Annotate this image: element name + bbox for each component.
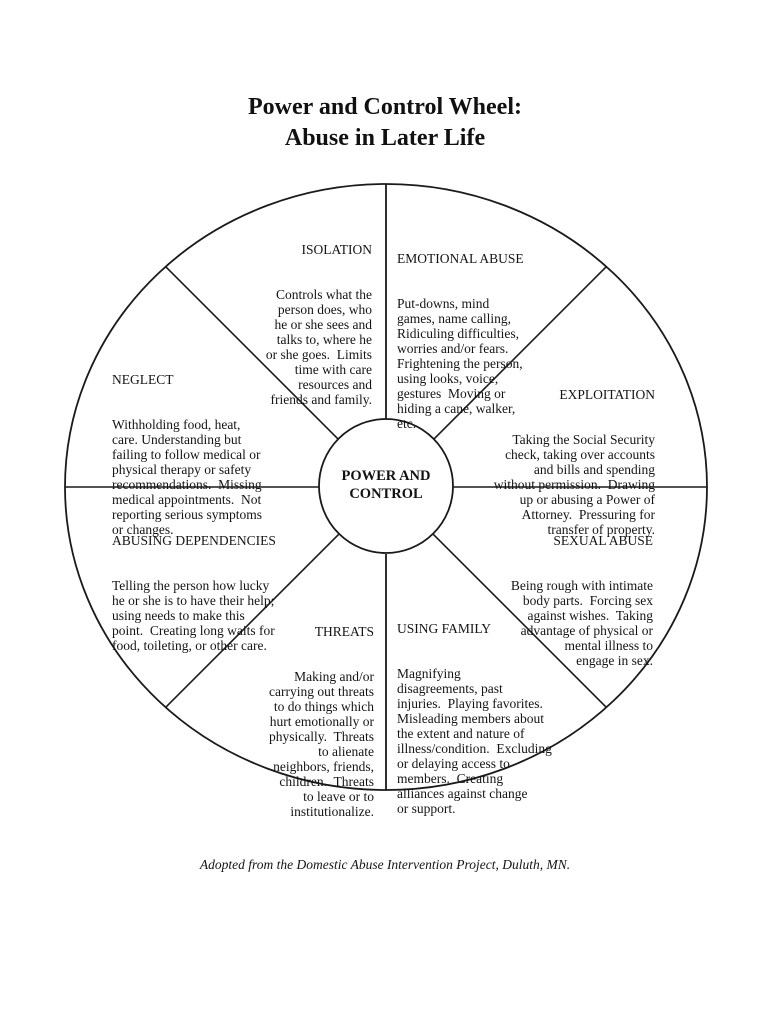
center-label: POWER AND CONTROL [341,468,431,502]
segment-isolation-heading: ISOLATION [301,242,373,257]
segment-exploitation: EXPLOITATION Taking the Social Security … [494,357,655,567]
spoke-lower-right [432,533,607,708]
segment-neglect-body: Withholding food, heat, care. Understand… [112,417,262,537]
wheel-outer-rim [64,183,708,791]
segment-isolation: ISOLATION Controls what the person does,… [266,212,372,437]
segment-abusing-dependencies-body: Telling the person how lucky he or she i… [112,578,275,653]
segment-sexual-abuse: SEXUAL ABUSE Being rough with intimate b… [511,503,653,698]
segment-using-family-body: Magnifying disagreements, past injuries.… [397,666,552,816]
diagram-title: Power and Control Wheel: Abuse in Later … [0,92,770,154]
segment-emotional-abuse-body: Put-downs, mind games, name calling, Rid… [397,296,523,431]
segment-sexual-abuse-heading: SEXUAL ABUSE [553,533,653,548]
segment-abusing-dependencies-heading: ABUSING DEPENDENCIES [112,533,276,548]
segment-exploitation-heading: EXPLOITATION [559,387,655,402]
segment-isolation-body: Controls what the person does, who he or… [265,287,372,407]
diagram-title-line1: Power and Control Wheel: [248,94,522,120]
segment-emotional-abuse: EMOTIONAL ABUSE Put-downs, mind games, n… [397,221,524,461]
segment-threats-body: Making and/or carrying out threats to do… [269,669,374,819]
segment-exploitation-body: Taking the Social Security check, taking… [493,432,655,537]
segment-neglect: NEGLECT Withholding food, heat, care. Un… [112,342,262,567]
segment-emotional-abuse-heading: EMOTIONAL ABUSE [397,251,524,266]
wheel-center-circle [318,418,454,554]
attribution-text: Adopted from the Domestic Abuse Interven… [199,857,571,872]
segment-threats-heading: THREATS [314,624,374,639]
segment-using-family: USING FAMILY Magnifying disagreements, p… [397,591,552,846]
spoke-upper-left [165,266,340,441]
segment-sexual-abuse-body: Being rough with intimate body parts. Fo… [510,578,653,668]
spoke-upper-right [432,266,607,441]
segment-threats: THREATS Making and/or carrying out threa… [269,594,374,849]
segment-using-family-heading: USING FAMILY [397,621,492,636]
segment-neglect-heading: NEGLECT [112,372,174,387]
segment-abusing-dependencies: ABUSING DEPENDENCIES Telling the person … [112,503,276,683]
spoke-lower-left [165,533,340,708]
diagram-title-line2: Abuse in Later Life [284,125,486,151]
